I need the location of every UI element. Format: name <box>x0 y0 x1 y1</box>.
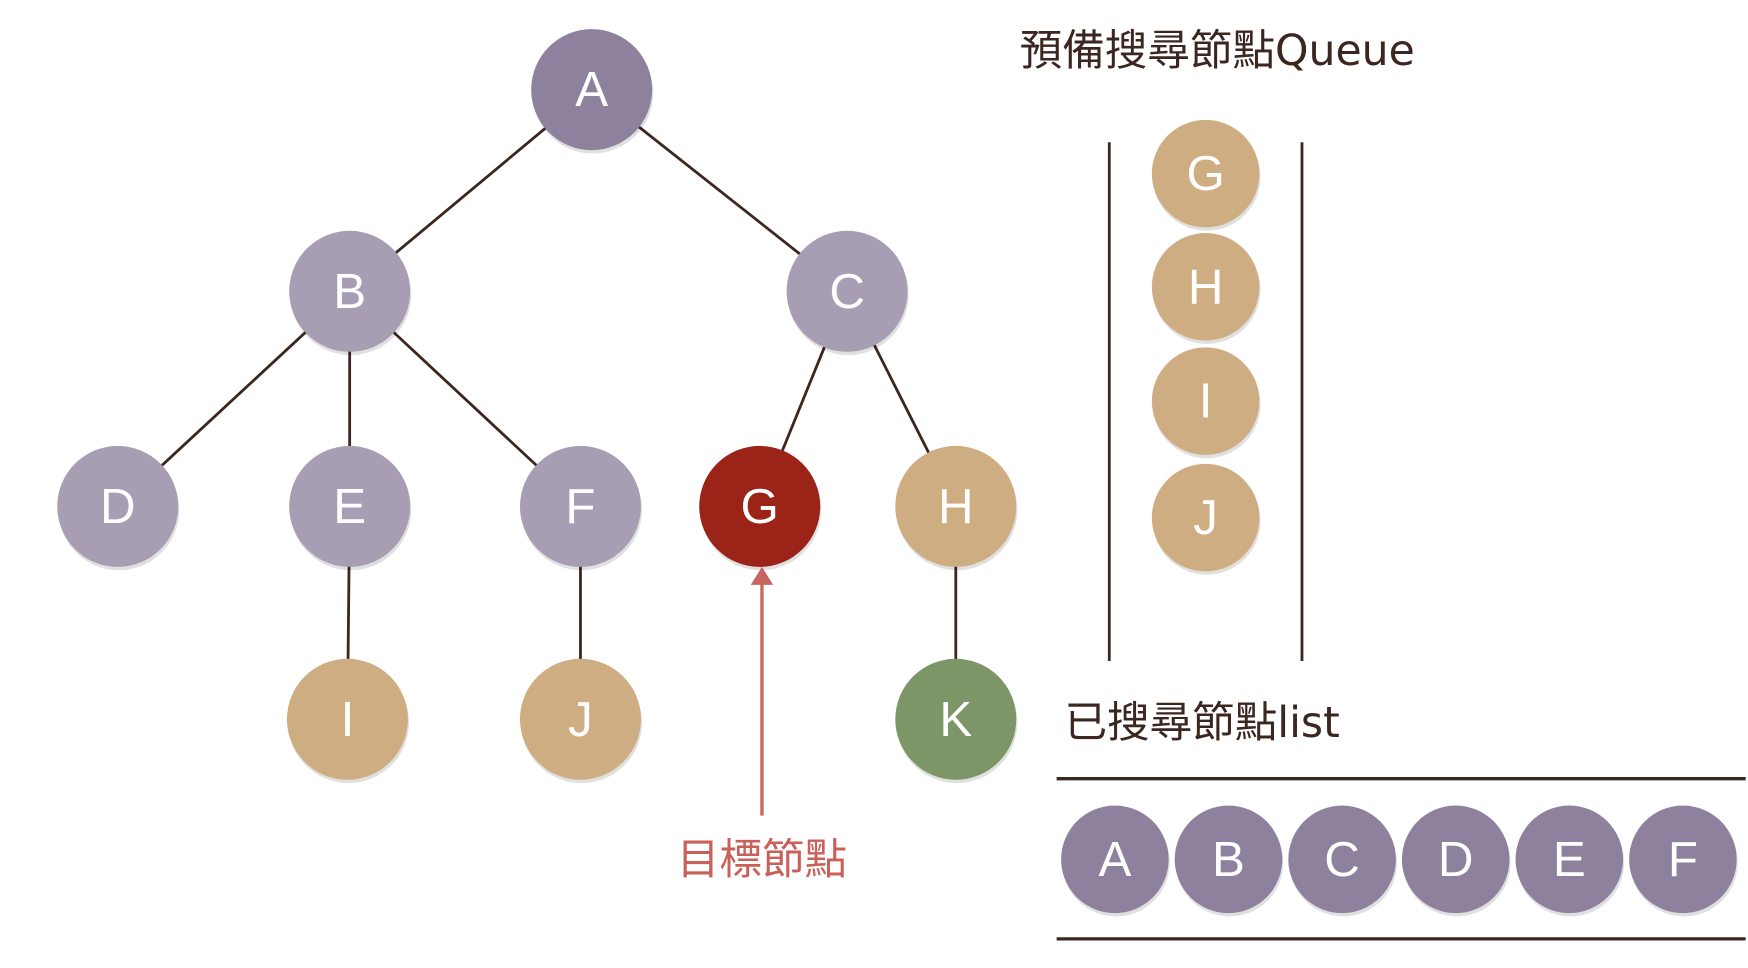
node-circle <box>1151 463 1260 572</box>
tree-node-E: E <box>289 445 412 571</box>
node-label: E <box>1553 832 1586 887</box>
node-label: I <box>341 692 355 747</box>
node-label: K <box>939 692 972 747</box>
tree-nodes: A B C D E F G H I J K <box>57 29 1018 784</box>
visited-list-items: A B C D E F <box>1061 805 1738 917</box>
tree-node-A: A <box>531 29 654 154</box>
node-label: D <box>1438 832 1474 887</box>
node-circle <box>57 445 179 567</box>
tree-node-C: C <box>786 230 909 356</box>
node-circle <box>1151 233 1260 341</box>
node-circle <box>519 445 641 567</box>
visited-list-title: 已搜尋節點list <box>1064 698 1339 748</box>
node-circle <box>699 445 821 567</box>
node-circle <box>895 658 1017 780</box>
node-circle <box>786 230 908 352</box>
node-label: G <box>1186 146 1224 201</box>
visited-item-E: E <box>1515 805 1625 917</box>
queue-title: 預備搜尋節點Queue <box>1020 26 1415 76</box>
queue-item-J: J <box>1151 463 1261 575</box>
tree-edges <box>116 88 958 720</box>
node-label: E <box>333 479 366 534</box>
node-circle <box>1061 805 1169 914</box>
visited-item-D: D <box>1401 805 1511 917</box>
target-arrow <box>750 566 774 816</box>
node-label: D <box>100 479 136 534</box>
node-label: F <box>565 479 595 534</box>
node-circle <box>895 445 1017 567</box>
node-label: G <box>741 479 779 534</box>
visited-item-F: F <box>1629 805 1738 917</box>
tree-node-D: D <box>57 445 180 571</box>
node-circle <box>1288 805 1396 914</box>
node-circle <box>1174 805 1283 914</box>
node-circle <box>531 29 653 151</box>
tree-node-K: K <box>895 658 1018 784</box>
node-label: I <box>1199 374 1213 429</box>
node-circle <box>1151 347 1260 455</box>
visited-item-C: C <box>1288 805 1397 917</box>
node-circle <box>1401 805 1510 914</box>
tree-node-F: F <box>519 445 643 571</box>
node-circle <box>1629 805 1737 914</box>
node-circle <box>1515 805 1624 914</box>
tree-node-H: H <box>895 445 1018 571</box>
node-circle <box>519 658 641 780</box>
visited-item-A: A <box>1061 805 1170 917</box>
node-label: A <box>575 62 608 117</box>
node-label: F <box>1668 832 1698 887</box>
node-label: H <box>938 479 974 534</box>
tree-node-J: J <box>519 658 643 784</box>
node-label: H <box>1188 259 1224 314</box>
queue-item-G: G <box>1151 119 1261 231</box>
queue-item-I: I <box>1151 347 1261 459</box>
node-label: C <box>1324 832 1360 887</box>
node-label: A <box>1098 832 1131 887</box>
tree-node-I: I <box>286 658 410 784</box>
queue-item-H: H <box>1151 233 1261 344</box>
node-label: B <box>1212 832 1245 887</box>
node-label: B <box>333 264 366 319</box>
target-node-label: 目標節點 <box>677 835 847 885</box>
node-circle <box>1151 119 1260 228</box>
tree-node-B: B <box>289 230 412 356</box>
node-circle <box>286 658 408 780</box>
node-label: J <box>1193 490 1218 545</box>
node-circle <box>289 230 411 352</box>
node-circle <box>289 445 411 567</box>
queue-items: G H I J <box>1151 119 1261 575</box>
visited-item-B: B <box>1174 805 1284 917</box>
node-label: C <box>829 264 865 319</box>
tree-node-G: G <box>699 445 822 571</box>
arrow-head-icon <box>750 566 774 585</box>
node-label: J <box>568 692 593 747</box>
